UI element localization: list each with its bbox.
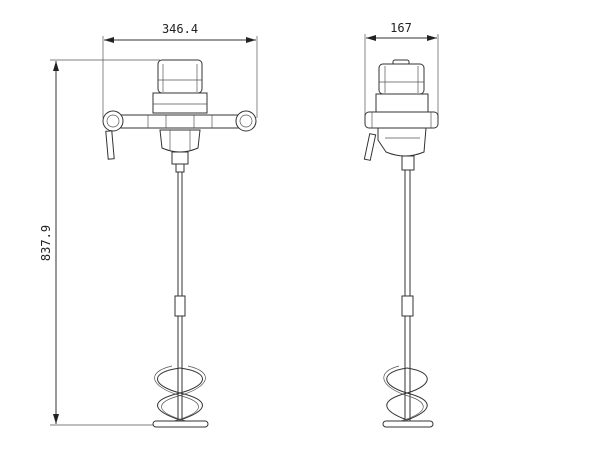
front-width-label: 346.4: [162, 22, 198, 36]
side-view-mixer: [363, 59, 439, 428]
side-width-label: 167: [390, 21, 412, 35]
side-width-dimension: 167: [364, 21, 439, 118]
front-view-mixer: [102, 59, 257, 428]
front-width-dimension: 346.4: [102, 22, 258, 118]
front-height-label: 837.9: [39, 225, 53, 261]
front-height-dimension: 837.9: [39, 59, 160, 426]
